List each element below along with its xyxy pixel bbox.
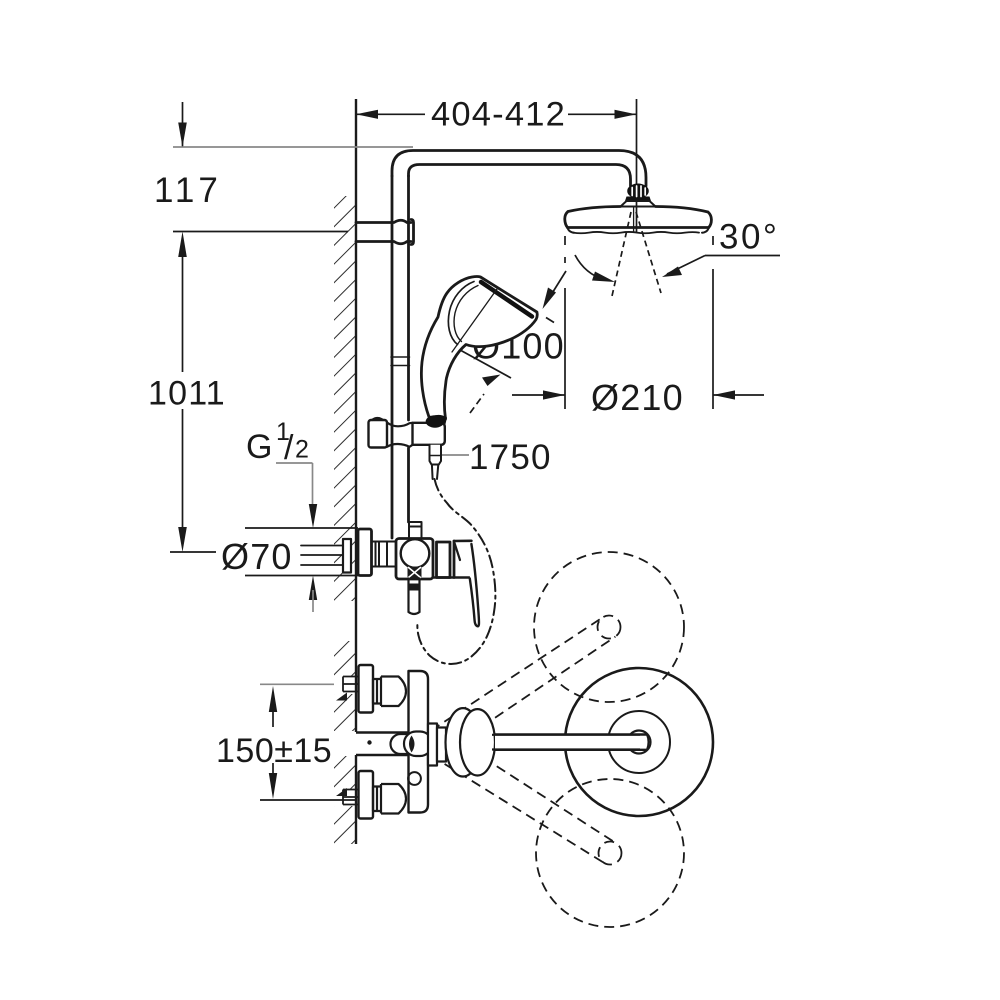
svg-text:117: 117 — [154, 171, 222, 210]
svg-text:Ø70: Ø70 — [221, 536, 293, 577]
svg-text:/: / — [284, 429, 295, 467]
svg-text:1011: 1011 — [148, 375, 226, 413]
svg-text:404-412: 404-412 — [431, 96, 566, 134]
svg-text:150±15: 150±15 — [216, 732, 332, 770]
svg-text:30°: 30° — [719, 218, 779, 257]
svg-text:2: 2 — [295, 436, 310, 464]
svg-text:1: 1 — [276, 418, 291, 446]
svg-text:Ø210: Ø210 — [591, 377, 684, 418]
svg-text:1750: 1750 — [469, 438, 552, 477]
svg-text:G: G — [246, 428, 274, 466]
